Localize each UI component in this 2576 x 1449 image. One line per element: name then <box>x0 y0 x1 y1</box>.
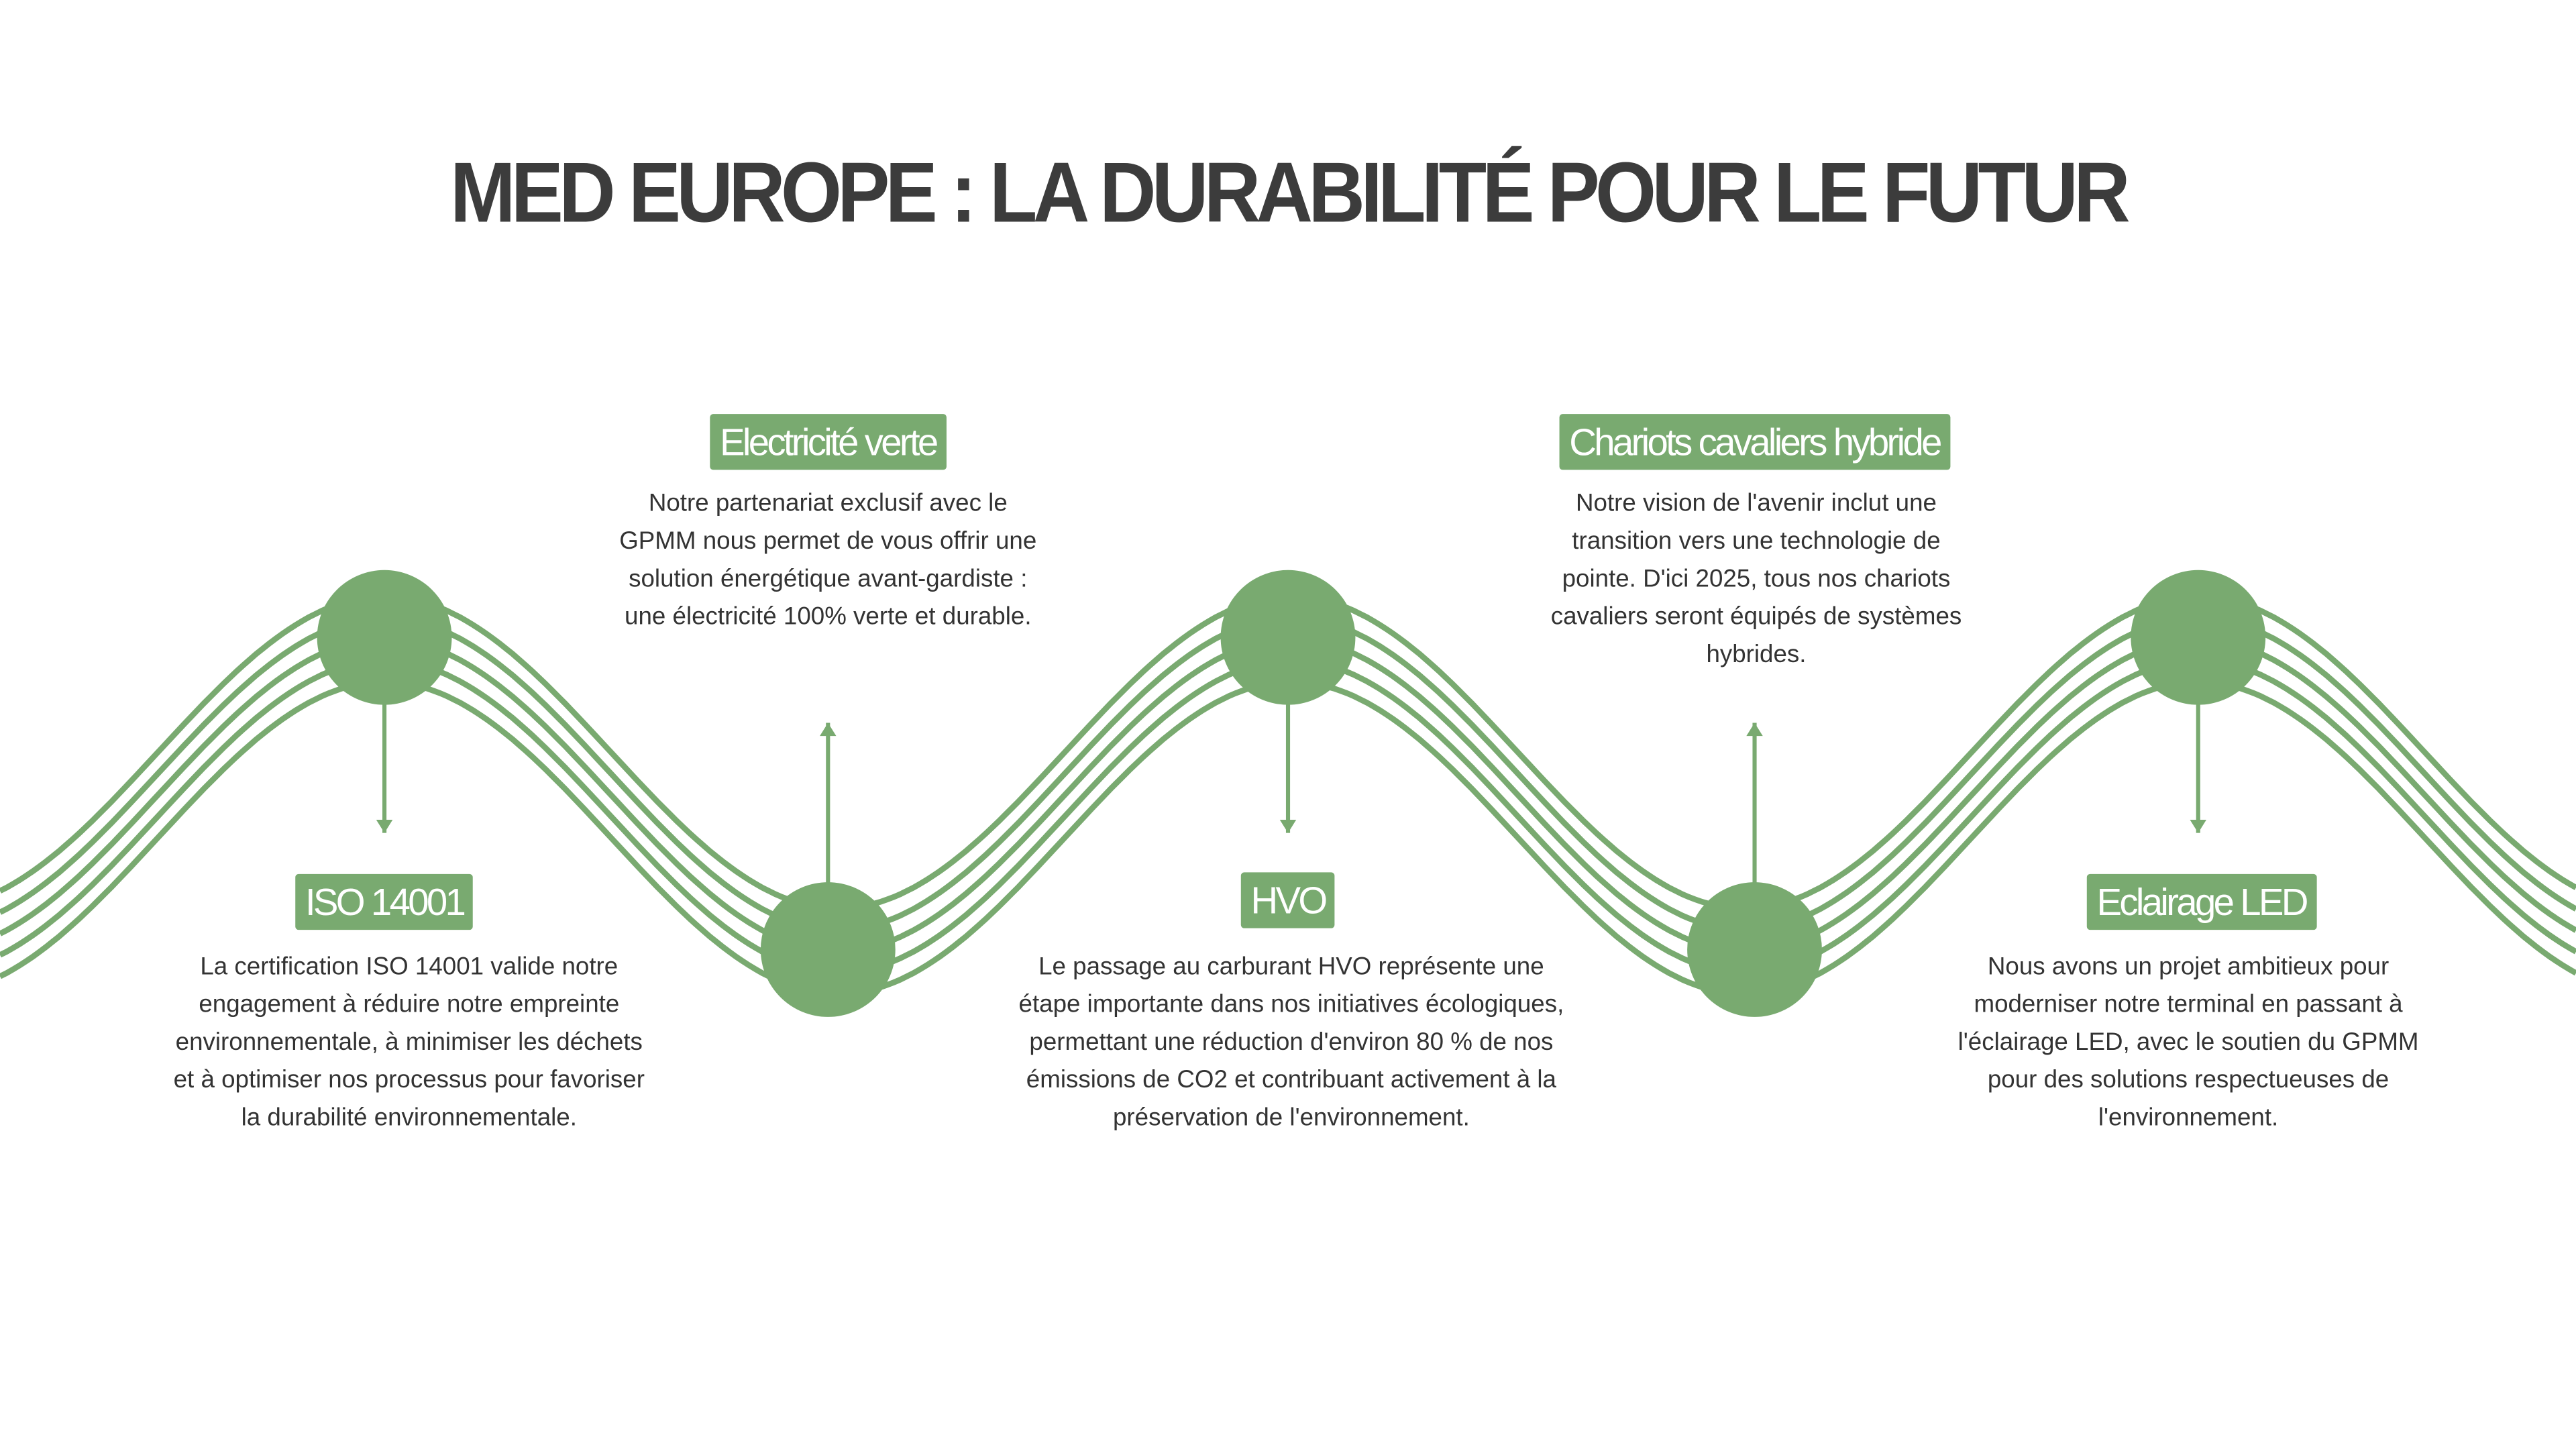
desc-chariots-hybrides: Notre vision de l'avenir inclut une tran… <box>1550 489 1962 669</box>
arrowhead-icon <box>376 820 393 833</box>
arrowhead-icon <box>1746 722 1763 737</box>
timeline-node <box>317 570 452 705</box>
label-iso-14001: ISO 14001 <box>295 873 474 930</box>
timeline-node <box>2131 570 2266 705</box>
arrowhead-icon <box>1279 820 1297 833</box>
desc-eclairage-led: Nous avons un projet ambitieux pour mode… <box>1957 953 2419 1132</box>
arrowhead-icon <box>2190 820 2207 833</box>
label-chariots-hybrides: Chariots cavaliers hybride <box>1559 414 1950 470</box>
desc-hvo: Le passage au carburant HVO représente u… <box>1018 953 1564 1132</box>
label-eclairage-led: Eclairage LED <box>2086 873 2316 930</box>
desc-electricite-verte: Notre partenariat exclusif avec le GPMM … <box>619 489 1037 631</box>
label-hvo: HVO <box>1240 872 1336 928</box>
timeline-node <box>760 882 896 1017</box>
timeline-node <box>1687 882 1822 1017</box>
arrowhead-icon <box>820 722 837 737</box>
timeline-node <box>1220 570 1356 705</box>
desc-iso-14001: La certification ISO 14001 valide notre … <box>173 953 645 1132</box>
label-electricite-verte: Electricité verte <box>710 414 947 470</box>
page-title: MED EUROPE : LA DURABILITÉ POUR LE FUTUR <box>449 146 2131 242</box>
